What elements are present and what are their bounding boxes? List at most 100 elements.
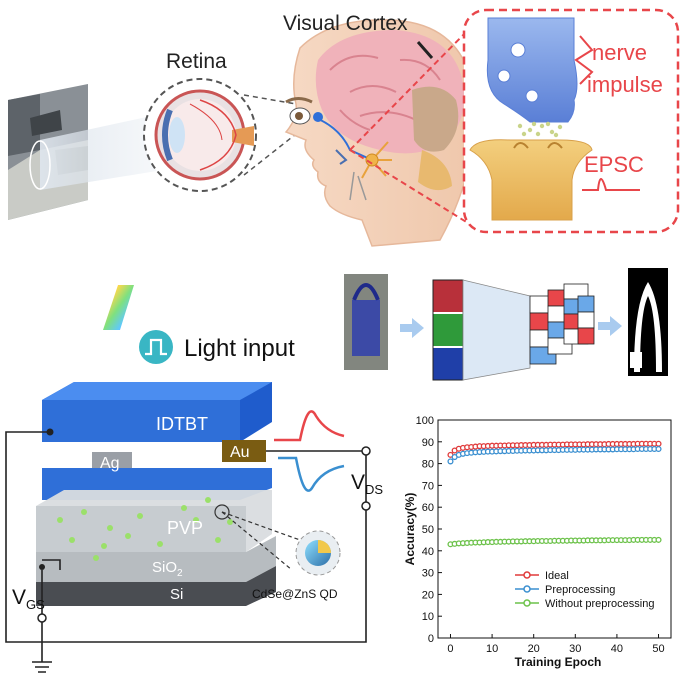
neurotransmitter-dot [549,129,555,135]
quantum-dot [69,537,75,543]
y-tick-label: 40 [422,546,434,558]
y-tick-label: 20 [422,589,434,601]
quantum-dot [227,519,233,525]
zoom-line-bottom [243,133,297,176]
pulse-icon [139,330,173,364]
gate-contact [39,564,45,570]
ag-electrode [92,452,132,472]
legend-label: Ideal [545,570,569,582]
si-layer [36,566,276,606]
data-point [447,458,454,465]
epsc-label: EPSC [584,152,644,177]
vgs-label: VGS [12,586,45,612]
retina-label: Retina [166,50,227,73]
x-tick-label: 30 [569,643,581,655]
neurotransmitter-dot [535,131,541,137]
si-label: Si [170,586,183,603]
legend-marker [523,585,531,593]
neurotransmitter-dot [539,123,545,129]
qd-zoom-line-2 [221,511,293,571]
cnn-cell [577,311,595,329]
sio2-layer [36,536,276,582]
circuit [5,431,367,673]
rainbow-light [103,285,134,330]
arrow-2 [598,316,622,336]
impulse-label: impulse [587,72,663,97]
neurotransmitter-dot [521,131,527,137]
source-terminal [46,428,54,436]
y-tick-label: 50 [422,524,434,536]
vgs-terminal [37,613,47,623]
light-input-label: Light input [184,335,295,362]
visual-cortex-label: Visual Cortex [283,12,408,35]
epsc-trace [274,410,345,442]
x-tick-label: 0 [447,643,453,655]
legend-marker [523,599,531,607]
ipsc-trace [278,456,345,492]
nerve-label: nerve [592,40,647,65]
legend-label: Preprocessing [545,584,615,596]
quantum-dot [107,525,113,531]
neurotransmitter-dot [517,123,523,129]
cnn-layers [529,283,595,365]
quantum-dot [93,555,99,561]
quantum-dot [157,541,163,547]
synapse-panel [462,8,680,234]
neurotransmitter-dot [545,121,551,127]
au-electrode [222,440,266,462]
neurotransmitter-dot [553,132,559,138]
arrow-1 [400,318,424,338]
cnn-cell [577,295,595,313]
beam-ring [29,140,51,190]
feature-maps [432,279,464,381]
eye-zoom [143,78,257,192]
y-tick-label: 70 [422,480,434,492]
neurotransmitter-dots [517,121,563,138]
x-axis-ticks: 0 10 20 30 40 50 [447,634,665,655]
quantum-dot [137,513,143,519]
accuracy-chart: 0 10 20 30 40 50 60 70 80 90 100 0 10 20 30 40 50 Ideal… [403,415,672,669]
vds-terminal-top [361,446,371,456]
y-tick-label: 60 [422,502,434,514]
quantum-dot [125,533,131,539]
qd-zoom-marker [214,504,230,520]
y-axis-label: Accuracy(%) [403,493,417,566]
x-tick-label: 40 [611,643,623,655]
idtbt-layer [42,382,272,442]
y-tick-label: 90 [422,437,434,449]
y-tick-label: 10 [422,611,434,623]
x-tick-label: 20 [528,643,540,655]
input-image [344,274,388,370]
data-point [655,440,662,447]
x-tick-label: 50 [652,643,664,655]
y-tick-label: 80 [422,459,434,471]
idtbt-label: IDTBT [156,414,208,434]
quantum-dot [215,537,221,543]
neurotransmitter-dot [557,124,563,130]
quantum-dot [101,543,107,549]
x-tick-label: 10 [486,643,498,655]
output-mask [628,268,668,376]
chart-points [447,440,662,548]
quantum-dot [57,517,63,523]
quantum-dot [181,505,187,511]
data-point [655,536,662,543]
vds-terminal-bottom [361,501,371,511]
y-tick-label: 30 [422,568,434,580]
data-point [655,445,662,453]
sio2-label: SiO2 [152,559,183,579]
neurotransmitter-dot [531,121,537,127]
vds-label: VDS [351,471,383,497]
pvp-label: PVP [167,518,203,538]
qd-closeup [295,530,341,576]
legend-marker [523,571,531,579]
neurotransmitter-dot [527,127,533,133]
y-tick-label: 100 [416,415,434,427]
human-head [284,19,477,247]
quantum-dot [81,509,87,515]
zoom-line-cortex-bottom [349,149,477,229]
pvp-layer [36,490,272,552]
cnn-cell [577,327,595,345]
